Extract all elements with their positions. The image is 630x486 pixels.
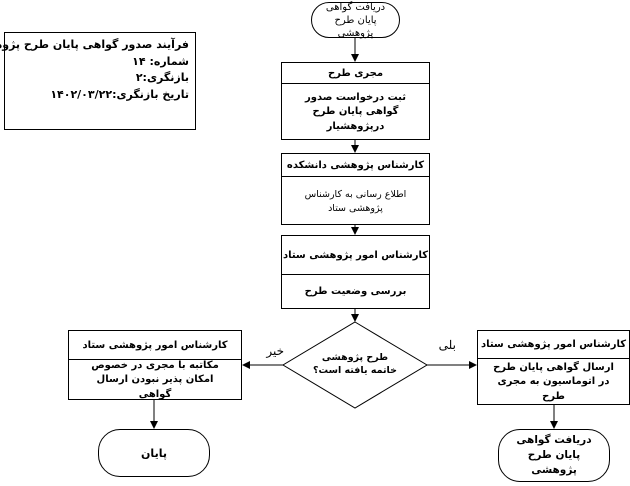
- step3-box: کارشناس امور پژوهشی ستاد بررسی وضعیت طرح: [281, 235, 430, 309]
- yes-branch-box: کارشناس امور پژوهشی ستاد ارسال گواهی پای…: [477, 330, 630, 405]
- no-branch-box: کارشناس امور پژوهشی ستاد مکاتبه با مجری …: [68, 330, 242, 400]
- process-number: شماره: ۱۴: [132, 54, 189, 68]
- no-label: خیر: [266, 344, 284, 358]
- step1-box: مجری طرح ثبت درخواست صدور گواهی پایان طر…: [281, 62, 430, 140]
- end-terminal-yes: دریافت گواهی پایان طرح پژوهشی: [498, 429, 610, 482]
- process-info-box: فرآیند صدور گواهی پایان طرح پژوهشی شماره…: [0, 32, 196, 130]
- start-terminal: دریافت گواهی پایان طرح پژوهشی: [311, 1, 400, 39]
- step2-box: کارشناس پژوهشی دانشکده اطلاع رسانی به کا…: [281, 153, 430, 225]
- end-terminal-no: پایان: [98, 429, 210, 477]
- step1-role: مجری طرح: [282, 63, 429, 84]
- decision-diamond: [282, 321, 428, 409]
- step1-action: ثبت درخواست صدور گواهی پایان طرح درپژوهش…: [304, 91, 406, 132]
- step3-action: بررسی وضعیت طرح: [304, 286, 407, 298]
- decision-text: طرح پژوهشی خاتمه یافته است؟: [313, 352, 397, 376]
- step2-action: اطلاع رسانی به کارشناس پژوهشی ستاد: [304, 188, 407, 214]
- yes-branch-role: کارشناس امور پژوهشی ستاد: [478, 331, 629, 359]
- process-revision-date: تاریخ بازنگری:۱۴۰۲/۰۳/۲۲: [50, 87, 189, 101]
- end-terminal-no-text: پایان: [141, 446, 167, 460]
- step3-role: کارشناس امور پژوهشی ستاد: [282, 236, 429, 275]
- process-revision: بازنگری:۲: [135, 71, 189, 84]
- no-branch-action: مکاتبه با مجری در خصوص امکان پذیر نبودن …: [91, 359, 219, 400]
- end-terminal-yes-text: دریافت گواهی پایان طرح پژوهشی: [516, 434, 592, 476]
- yes-branch-action: ارسال گواهی پایان طرح در اتوماسیون به مج…: [493, 361, 614, 402]
- step2-role: کارشناس پژوهشی دانشکده: [282, 154, 429, 177]
- no-branch-role: کارشناس امور پژوهشی ستاد: [69, 331, 241, 360]
- process-title: فرآیند صدور گواهی پایان طرح پژوهشی: [0, 38, 189, 51]
- start-terminal-text: دریافت گواهی پایان طرح پژوهشی: [325, 1, 386, 39]
- yes-label: بلی: [438, 338, 456, 352]
